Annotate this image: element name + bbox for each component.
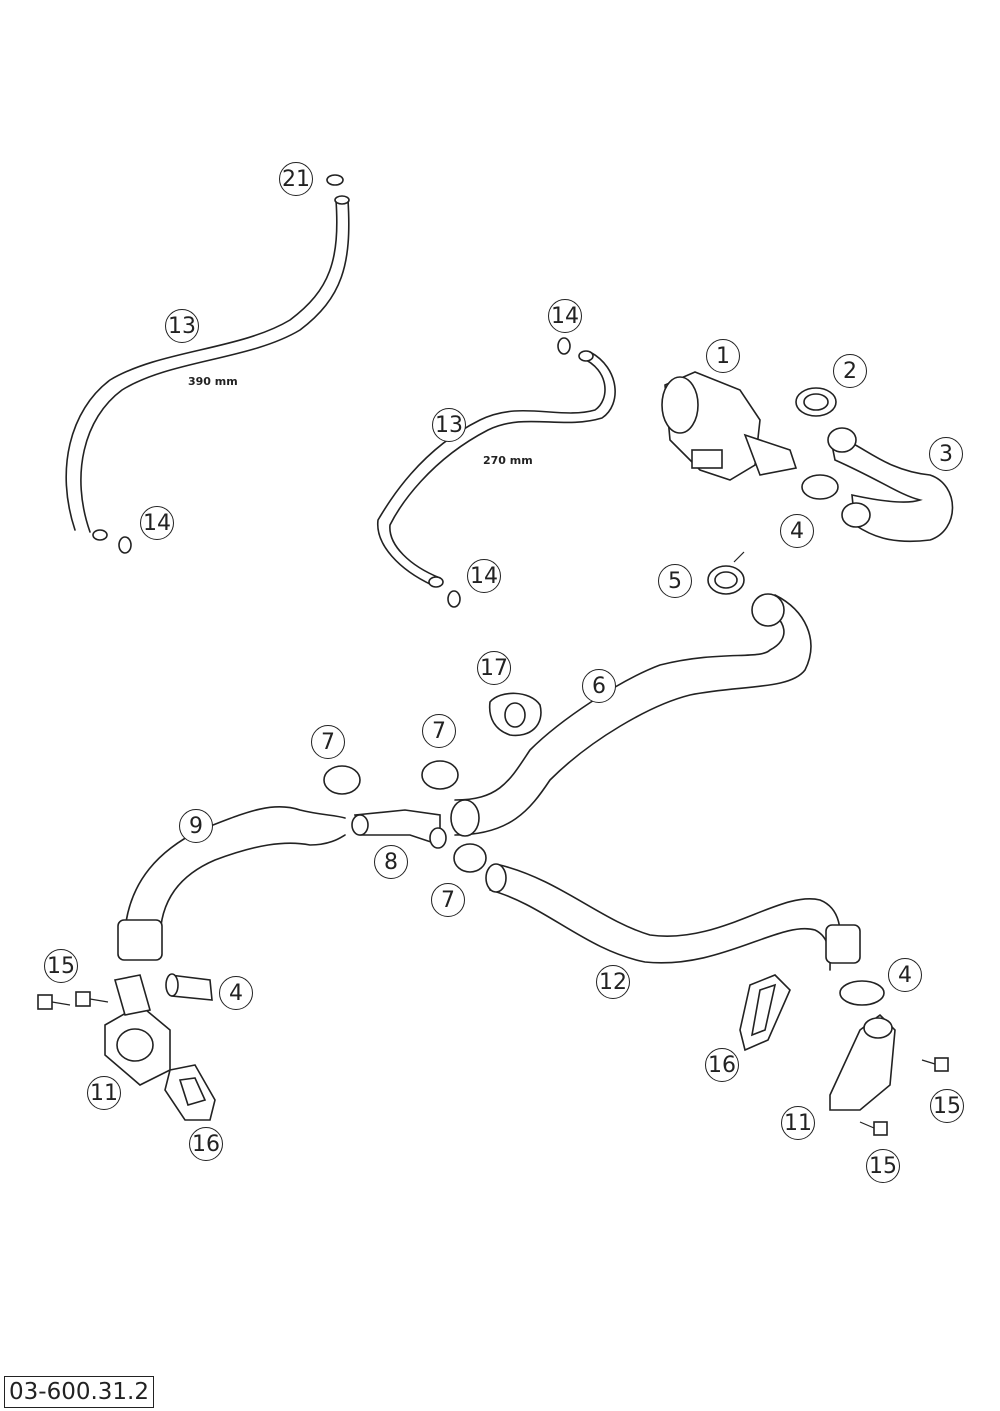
bolt-15-right-2 [859,1121,888,1136]
callout-14-left: 14 [140,506,174,540]
callout-21: 21 [279,162,313,196]
bolt-15-left-1 [37,994,71,1010]
dimension-270: 270 mm [483,454,533,467]
hose-13-long [65,195,350,541]
clamp-21 [326,174,344,186]
connector-8 [351,809,447,849]
callout-16-right: 16 [705,1048,739,1082]
callout-15-right-2: 15 [866,1149,900,1183]
clamp-7-left [323,765,361,795]
dimension-390: 390 mm [188,375,238,388]
clamp-5 [707,551,745,595]
callout-14-mid: 14 [467,559,501,593]
water-pump-cover-11-left [104,974,171,1086]
callout-14-top: 14 [548,299,582,333]
y-hose-3 [827,427,954,543]
callout-11-right: 11 [781,1106,815,1140]
callout-2: 2 [833,354,867,388]
clamp-14-left [118,536,132,554]
hose-12 [485,863,861,971]
callout-4-top: 4 [780,514,814,548]
bolt-15-left-2 [75,991,109,1007]
callout-1: 1 [706,339,740,373]
thermostat-housing-1 [661,371,798,481]
callout-3: 3 [929,437,963,471]
hose-13-short [377,350,616,588]
water-pump-cover-11-right [829,1013,896,1111]
callout-9: 9 [179,809,213,843]
gasket-16-right [739,974,791,1052]
clamp-2 [795,387,837,417]
callout-7-mid: 7 [422,714,456,748]
hose-6 [450,593,812,837]
clamp-4-left [165,973,213,1001]
callout-16-left: 16 [189,1127,223,1161]
callout-7-low: 7 [431,883,465,917]
clamp-7-mid [421,760,459,790]
gasket-16-left [164,1064,216,1121]
callout-4-right: 4 [888,958,922,992]
hose-9 [117,806,346,961]
clamp-4-right-top [801,474,839,500]
callout-11-left: 11 [87,1076,121,1110]
bolt-15-right-1 [921,1057,949,1072]
clamp-14-mid [447,590,461,608]
diagram-reference-code: 03-600.31.2 [4,1376,154,1408]
callout-15-right-1: 15 [930,1089,964,1123]
callout-15-left: 15 [44,949,78,983]
callout-13-short: 13 [432,408,466,442]
callout-4-left: 4 [219,976,253,1010]
clamp-17 [488,692,542,737]
clamp-4-right [839,980,885,1006]
clamp-7-low [453,843,487,873]
callout-13-long: 13 [165,309,199,343]
clamp-14-top [557,337,571,355]
callout-7-left: 7 [311,725,345,759]
callout-12: 12 [596,965,630,999]
callout-8: 8 [374,845,408,879]
callout-6: 6 [582,669,616,703]
callout-17: 17 [477,651,511,685]
callout-5: 5 [658,564,692,598]
